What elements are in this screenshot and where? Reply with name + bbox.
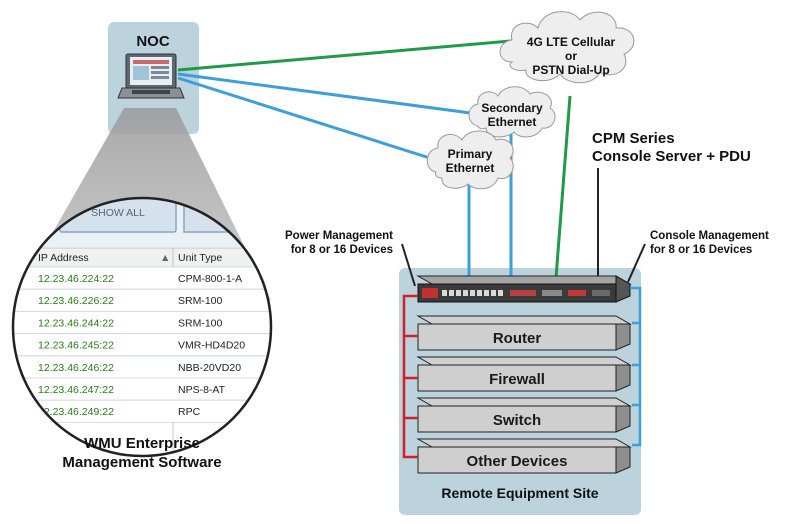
table-row[interactable]: 12.23.46.249:22 RPC xyxy=(10,399,275,423)
device-router: Router xyxy=(416,315,632,351)
power-mgmt-line1: Power Management xyxy=(285,230,393,242)
sort-arrow-icon: ▲ xyxy=(160,252,170,264)
cell-ip-address: 12.23.46.246:22 xyxy=(38,362,114,374)
console-mgmt-line2: for 8 or 16 Devices xyxy=(650,244,752,256)
primary-ethernet-link xyxy=(177,76,437,162)
device-top-face xyxy=(416,356,632,366)
table-row[interactable]: 12.23.46.224:22 CPM-800-1-A xyxy=(10,266,275,290)
cellular-line2: or xyxy=(565,49,577,63)
show-all-label: SHOW ALL xyxy=(91,207,145,219)
cell-unit-type: VMR-HD4D20 xyxy=(178,340,245,352)
wmu-caption-line2: Management Software xyxy=(62,454,221,471)
device-label: Firewall xyxy=(489,371,545,388)
primary-cloud xyxy=(426,130,514,190)
cell-ip-address: 12.23.46.244:22 xyxy=(38,317,114,329)
cellular-line3: PSTN Dial-Up xyxy=(532,63,609,77)
table-row[interactable]: 12.23.46.245:22 VMR-HD4D20 xyxy=(10,333,275,357)
table-row[interactable]: 12.23.46.244:22 SRM-100 xyxy=(10,310,275,335)
table-row[interactable]: 12.23.46.246:22 NBB-20VD20 xyxy=(10,355,275,379)
cell-unit-type: CPM-800-1-A xyxy=(178,273,242,285)
primary-line1: Primary xyxy=(448,147,493,161)
cellular-line1: 4G LTE Cellular xyxy=(527,35,616,49)
power-pointer xyxy=(401,243,416,287)
table-row[interactable]: 12.23.46.247:22 NPS-8-AT xyxy=(10,377,275,401)
device-front-face xyxy=(417,323,617,351)
device-side-face xyxy=(615,364,631,392)
device-firewall: Firewall xyxy=(416,356,632,392)
col-ip-address: IP Address xyxy=(38,252,89,264)
device-other-devices: Other Devices xyxy=(416,438,632,474)
cell-ip-address: 12.23.46.245:22 xyxy=(38,340,114,352)
device-side-face xyxy=(615,323,631,351)
primary-line2: Ethernet xyxy=(446,161,495,175)
cpm-title-line1: CPM Series xyxy=(592,130,675,147)
device-top-face xyxy=(416,438,632,448)
laptop-icon xyxy=(117,53,185,99)
table-row[interactable]: 12.23.46.226:22 SRM-100 xyxy=(10,288,275,312)
device-front-face xyxy=(417,364,617,392)
console-cables xyxy=(630,286,642,447)
console-pointer xyxy=(627,243,646,283)
cell-ip-address: 12.23.46.224:22 xyxy=(38,273,114,285)
cell-ip-address: 12.23.46.226:22 xyxy=(38,295,114,307)
cell-ip-address: 12.23.46.247:22 xyxy=(38,384,114,396)
cell-unit-type: NBB-20VD20 xyxy=(178,362,241,374)
secondary-line2: Ethernet xyxy=(488,115,537,129)
device-side-face xyxy=(615,405,631,433)
cell-ip-address: 12.23.46.249:22 xyxy=(38,406,114,418)
device-switch: Switch xyxy=(416,397,632,433)
device-top-face xyxy=(416,397,632,407)
cellular-link xyxy=(177,38,523,72)
device-label: Switch xyxy=(493,412,541,429)
device-label: Other Devices xyxy=(467,453,568,470)
secondary-ethernet-link xyxy=(177,72,479,116)
power-cables xyxy=(402,294,418,459)
noc-title: NOC xyxy=(136,33,170,50)
site-label: Remote Equipment Site xyxy=(441,485,598,501)
power-mgmt-line2: for 8 or 16 Devices xyxy=(291,244,393,256)
col-unit-type: Unit Type xyxy=(178,252,222,264)
secondary-line1: Secondary xyxy=(481,101,543,115)
device-side-face xyxy=(615,446,631,474)
device-label: Router xyxy=(493,330,541,347)
wmu-zoom-ring xyxy=(11,196,273,458)
cpm-title-line2: Console Server + PDU xyxy=(592,148,751,165)
cpm-console-server xyxy=(416,275,632,303)
device-top-face xyxy=(416,315,632,325)
console-mgmt-line1: Console Management xyxy=(650,230,769,242)
cellular-drop xyxy=(554,95,572,279)
wmu-caption-line1: WMU Enterprise xyxy=(84,435,200,452)
cell-unit-type: SRM-100 xyxy=(178,317,223,329)
table-row-bg xyxy=(13,399,271,423)
cell-unit-type: SRM-100 xyxy=(178,295,223,307)
cell-unit-type: NPS-8-AT xyxy=(178,384,226,396)
cell-unit-type: RPC xyxy=(178,406,201,418)
cellular-cloud xyxy=(499,11,635,84)
device-front-face xyxy=(417,446,617,474)
